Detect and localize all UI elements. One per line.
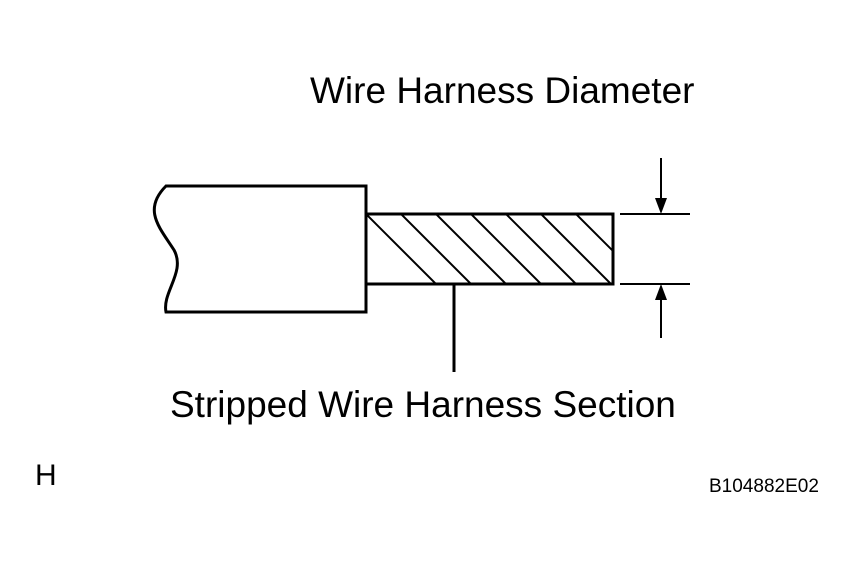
dimension-arrow-bottom-head bbox=[655, 284, 667, 300]
stripped-section-label: Stripped Wire Harness Section bbox=[170, 384, 676, 425]
diameter-label: Wire Harness Diameter bbox=[310, 70, 695, 111]
corner-letter: H bbox=[35, 459, 57, 492]
dimension-arrow-top-head bbox=[655, 198, 667, 214]
stripped-conductor bbox=[364, 212, 615, 286]
conductor-hatching bbox=[366, 214, 613, 284]
figure-code: B104882E02 bbox=[709, 476, 819, 497]
insulated-wire-body bbox=[152, 184, 368, 314]
